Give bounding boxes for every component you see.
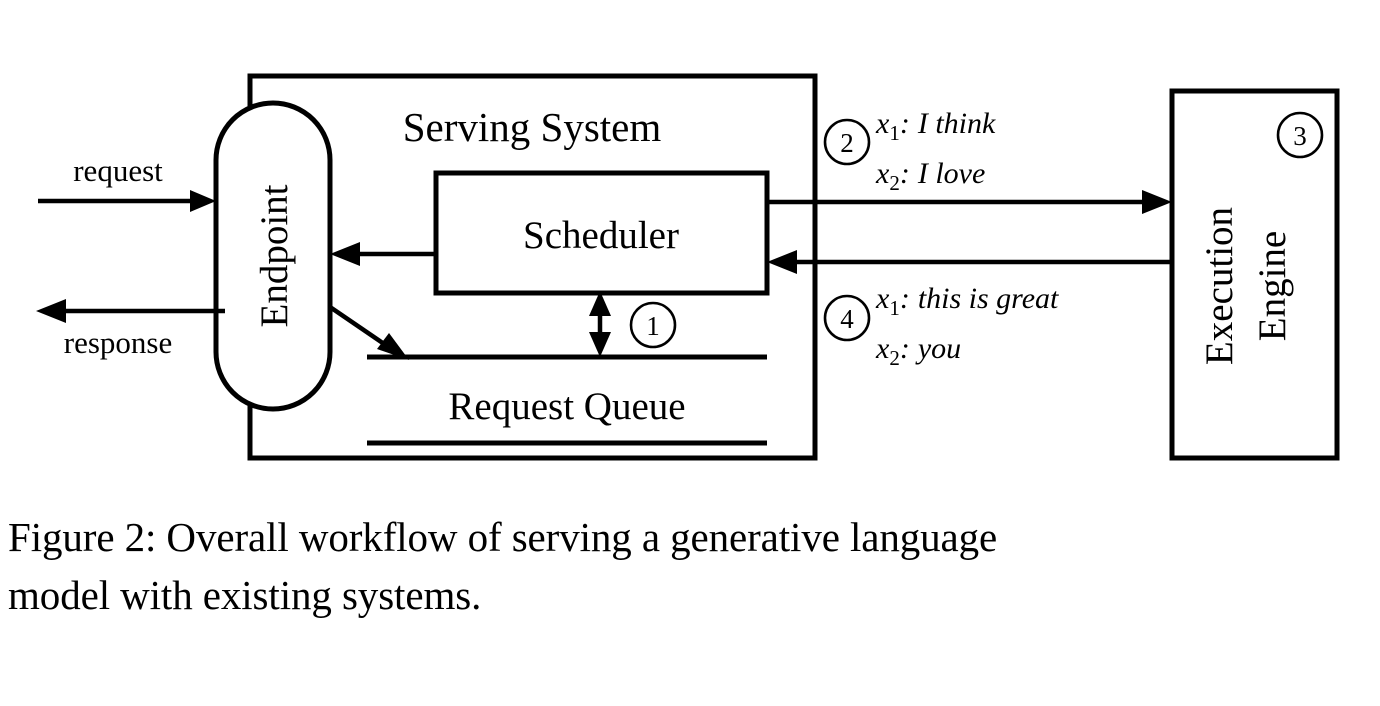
response-arrow-head [36,299,66,323]
sequence-marker-4-label: 4 [840,304,854,334]
sequence-marker-4: 4 [823,294,871,342]
execution-engine-label-line1: Execution [1198,207,1241,365]
step4-row1: x2:you [875,332,961,370]
workflow-diagram: Serving System Endpoint request response… [36,73,1340,461]
scheduler-node [433,170,770,296]
step2-row0-sep: : [900,107,910,140]
sequence-marker-2-label: 2 [840,128,854,158]
figure-caption-line-1: Figure 2: Overall workflow of serving a … [8,514,998,560]
scheduler-to-engine-arrow-head [1142,190,1172,214]
request-arrow-head [190,190,216,212]
step2-row1-text: I love [917,157,985,190]
scheduler-queue-link-arrow-head-up [589,291,611,316]
response-arrow-label: response [64,325,172,360]
sequence-marker-2: 2 [823,118,871,166]
step2-row0-var: x [875,107,890,140]
request-arrow-label: request [73,153,163,188]
step2-row1-sep: : [900,157,910,190]
serving-system-label: Serving System [403,104,662,150]
step2-row1-var: x [875,157,890,190]
step4-row1-text: you [915,332,961,365]
step4-row1-sep: : [900,332,910,365]
figure-caption-line-2: model with existing systems. [8,572,482,619]
step4-messages: x1:this is great x2:you [875,282,1059,370]
endpoint-label: Endpoint [253,184,296,327]
scheduler-to-endpoint-arrow-head [330,242,360,266]
figure-caption: Figure 2: Overall workflow of serving a … [8,508,1372,624]
step4-row0-sep: : [900,282,910,315]
step2-row0: x1:I think [875,107,996,145]
execution-engine-label-line2: Engine [1251,231,1294,341]
step4-row1-sub: 2 [889,346,900,370]
endpoint-node [213,100,333,412]
engine-to-scheduler-arrow-head [767,250,797,274]
sequence-marker-1: 1 [629,301,677,349]
sequence-marker-3: 3 [1276,111,1324,159]
step4-row0-sub: 1 [889,296,900,320]
step2-messages: x1:I think x2:I love [875,107,996,195]
step4-row0: x1:this is great [875,282,1059,320]
step4-row0-text: this is great [918,282,1059,315]
step4-row1-var: x [875,332,890,365]
step2-row1-sub: 2 [889,171,900,195]
endpoint-to-queue-arrow-head [377,333,409,360]
sequence-marker-1-label: 1 [646,311,660,341]
step2-row0-sub: 1 [889,121,900,145]
step2-row1: x2:I love [875,157,985,195]
endpoint-to-queue-line [328,305,392,350]
scheduler-label: Scheduler [523,214,679,257]
step4-row0-var: x [875,282,890,315]
request-queue-label: Request Queue [448,385,685,428]
scheduler-queue-link-arrow-head-down [589,332,611,357]
sequence-marker-3-label: 3 [1293,121,1307,151]
step2-row0-text: I think [917,107,996,140]
